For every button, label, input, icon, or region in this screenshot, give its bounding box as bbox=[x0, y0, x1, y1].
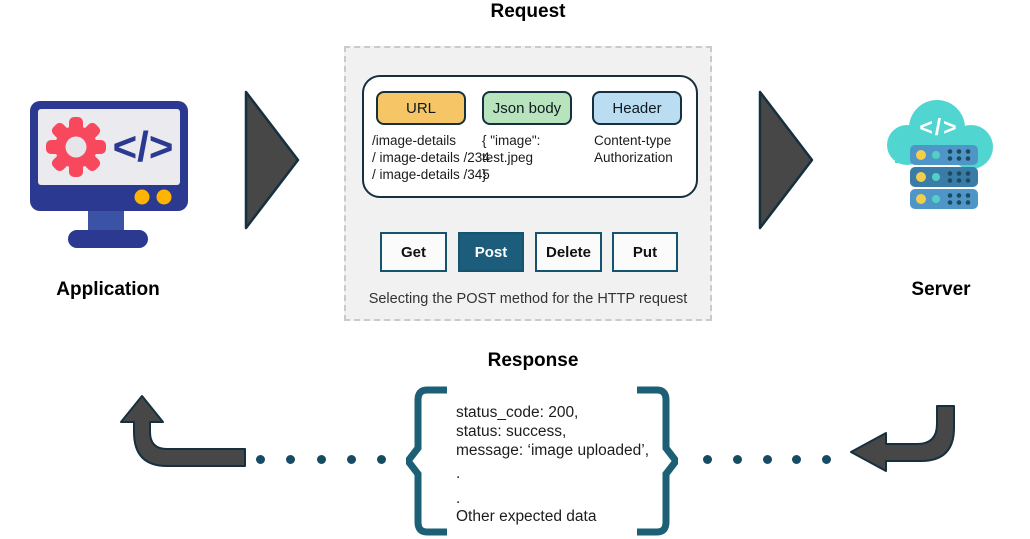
application-computer-icon: </> bbox=[30, 101, 188, 248]
response-body: status_code: 200, status: success, messa… bbox=[456, 404, 656, 528]
server-label: Server bbox=[911, 279, 971, 300]
response-line: message: ‘image uploaded’, bbox=[456, 442, 650, 459]
response-line: status: success, bbox=[456, 423, 567, 440]
dotted-connector-right bbox=[703, 455, 831, 464]
tab-url[interactable]: URL bbox=[376, 91, 466, 125]
arrow-right-triangle-right bbox=[758, 90, 814, 230]
connector-dot bbox=[377, 455, 386, 464]
header-examples: Content-type Authorization bbox=[594, 132, 673, 166]
method-button-put[interactable]: Put bbox=[612, 232, 678, 272]
method-button-delete[interactable]: Delete bbox=[535, 232, 602, 272]
connector-dot bbox=[256, 455, 265, 464]
connector-dot bbox=[822, 455, 831, 464]
server-racks bbox=[910, 145, 978, 209]
connector-dot bbox=[316, 455, 326, 464]
connector-dot bbox=[792, 455, 802, 464]
json-line: } bbox=[482, 167, 487, 182]
arrow-right-triangle-left bbox=[244, 90, 300, 230]
code-icon: </> bbox=[113, 123, 174, 170]
url-line: / image-details /234 bbox=[372, 150, 490, 165]
method-button-post-selected[interactable]: Post bbox=[458, 232, 524, 272]
connector-dot bbox=[732, 455, 742, 464]
response-title: Response bbox=[487, 350, 579, 371]
method-button-get[interactable]: Get bbox=[380, 232, 447, 272]
request-panel: URL Json body Header /image-details / im… bbox=[344, 46, 712, 321]
request-caption: Selecting the POST method for the HTTP r… bbox=[368, 291, 688, 307]
bent-arrow-down-left bbox=[850, 405, 955, 472]
json-body-example: { "image": test.jpeg } bbox=[482, 132, 540, 183]
response-line: status_code: 200, bbox=[456, 404, 579, 421]
tab-json-body[interactable]: Json body bbox=[482, 91, 572, 125]
response-ellipsis-dot: . bbox=[456, 490, 461, 507]
right-curly-brace bbox=[637, 386, 678, 536]
connector-dot bbox=[346, 455, 356, 464]
request-title: Request bbox=[490, 1, 566, 22]
url-line: / image-details /345 bbox=[372, 167, 490, 182]
monitor-indicator-dot bbox=[134, 189, 150, 205]
connector-dot bbox=[762, 455, 772, 464]
bent-arrow-up-left bbox=[120, 395, 246, 467]
server-cloud-icon: </> bbox=[887, 100, 993, 209]
connector-dot bbox=[286, 455, 296, 464]
json-line: test.jpeg bbox=[482, 150, 534, 165]
connector-dot bbox=[703, 455, 712, 464]
url-examples: /image-details / image-details /234 / im… bbox=[372, 132, 490, 183]
url-line: /image-details bbox=[372, 133, 457, 148]
json-line: { "image": bbox=[482, 133, 541, 148]
header-line: Authorization bbox=[594, 150, 673, 165]
application-label: Application bbox=[56, 279, 160, 300]
left-curly-brace bbox=[406, 386, 447, 536]
response-ellipsis-dot: . bbox=[456, 465, 461, 482]
monitor-base bbox=[68, 230, 148, 248]
code-icon: </> bbox=[919, 114, 958, 140]
dotted-connector-left bbox=[256, 455, 386, 464]
request-payload-box: URL Json body Header /image-details / im… bbox=[362, 75, 698, 198]
response-line: Other expected data bbox=[456, 508, 597, 525]
tab-header[interactable]: Header bbox=[592, 91, 682, 125]
header-line: Content-type bbox=[594, 133, 672, 148]
gear-icon bbox=[46, 117, 106, 177]
monitor-indicator-dot bbox=[156, 189, 172, 205]
